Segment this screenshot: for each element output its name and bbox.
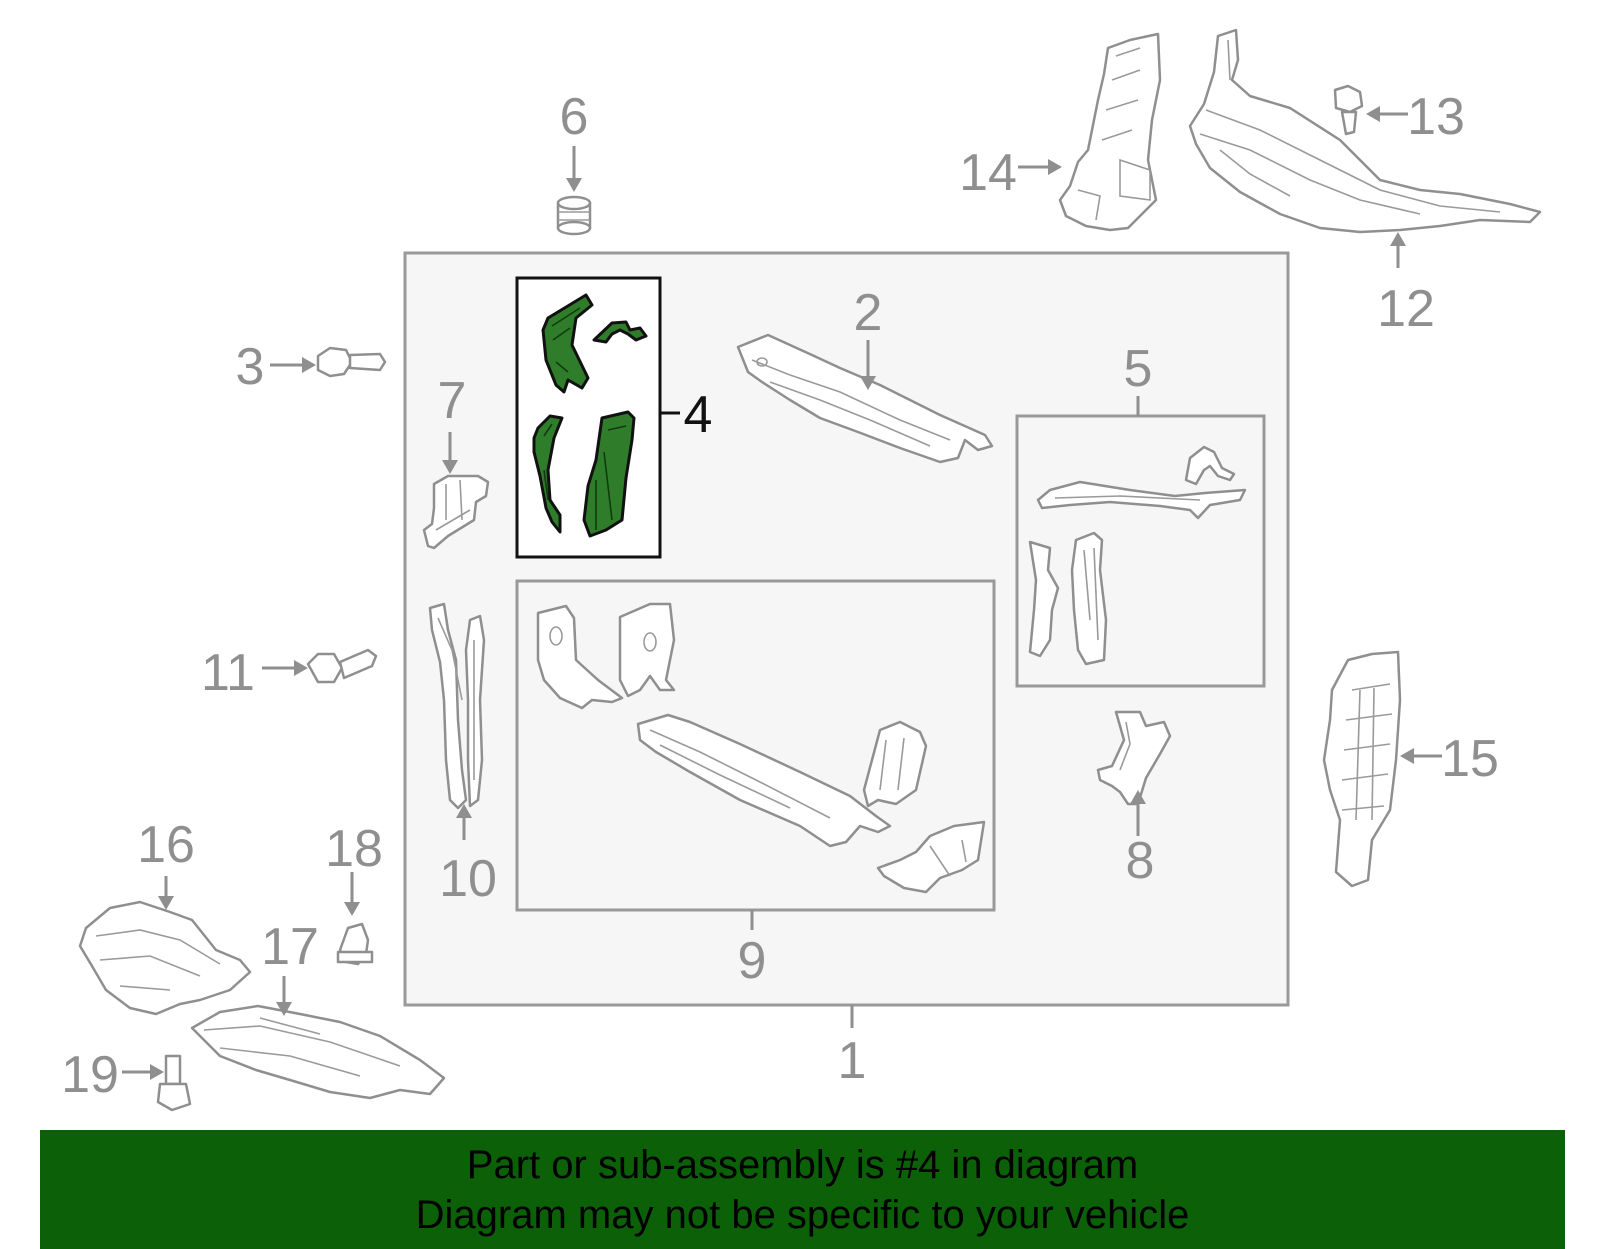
subassembly-5-box: [1015, 414, 1266, 688]
part-5-assembly-parts: [1028, 445, 1247, 666]
callout-4[interactable]: 4: [684, 386, 713, 444]
part-16-under-cover: [78, 900, 252, 1016]
part-12-cover: [1188, 28, 1542, 234]
callout-6[interactable]: 6: [560, 88, 589, 146]
part-9-assembly-parts: [536, 602, 986, 894]
part-3-bolt: [316, 346, 387, 378]
part-11-bolt: [306, 648, 378, 684]
banner-line-1: Part or sub-assembly is #4 in diagram: [466, 1143, 1139, 1187]
part-17-under-cover: [190, 1004, 446, 1100]
part-19-bolt: [156, 1054, 192, 1112]
part-10-side-support: [428, 602, 486, 810]
callout-12[interactable]: 12: [1377, 280, 1435, 338]
callout-18[interactable]: 18: [325, 820, 383, 878]
callout-11[interactable]: 11: [201, 644, 255, 702]
callout-3[interactable]: 3: [236, 338, 265, 396]
callout-15[interactable]: 15: [1441, 730, 1499, 788]
part-15-deflector: [1322, 650, 1402, 888]
callout-9[interactable]: 9: [738, 932, 767, 990]
callout-13[interactable]: 13: [1407, 88, 1465, 146]
part-2-upper-support: [736, 333, 994, 464]
callout-14[interactable]: 14: [959, 144, 1017, 202]
callout-numbers: 1 2 3 4 5 6 7 8 9 10 11 12 13 14 15 16 1…: [61, 88, 1499, 1104]
callout-1[interactable]: 1: [838, 1032, 867, 1090]
callout-19[interactable]: 19: [61, 1046, 119, 1104]
parts-diagram: 1 2 3 4 5 6 7 8 9 10 11 12 13 14 15 16 1…: [61, 28, 1542, 1112]
callout-10[interactable]: 10: [439, 850, 497, 908]
leader-lines: [122, 106, 1442, 1080]
part-14-deflector: [1058, 32, 1162, 232]
part-4-brackets[interactable]: [532, 293, 648, 538]
callout-8[interactable]: 8: [1126, 832, 1155, 890]
part-18-clip: [336, 922, 374, 966]
banner-line-2: Diagram may not be specific to your vehi…: [415, 1193, 1190, 1237]
info-banner: Part or sub-assembly is #4 in diagram Di…: [40, 1130, 1565, 1249]
part-13-clip: [1333, 84, 1364, 136]
part-6-cushion: [556, 195, 592, 236]
callout-5[interactable]: 5: [1124, 340, 1153, 398]
callout-2[interactable]: 2: [854, 284, 883, 342]
callout-16[interactable]: 16: [137, 816, 195, 874]
part-7-bracket: [422, 474, 490, 550]
callout-7[interactable]: 7: [438, 372, 467, 430]
callout-17[interactable]: 17: [261, 918, 319, 976]
